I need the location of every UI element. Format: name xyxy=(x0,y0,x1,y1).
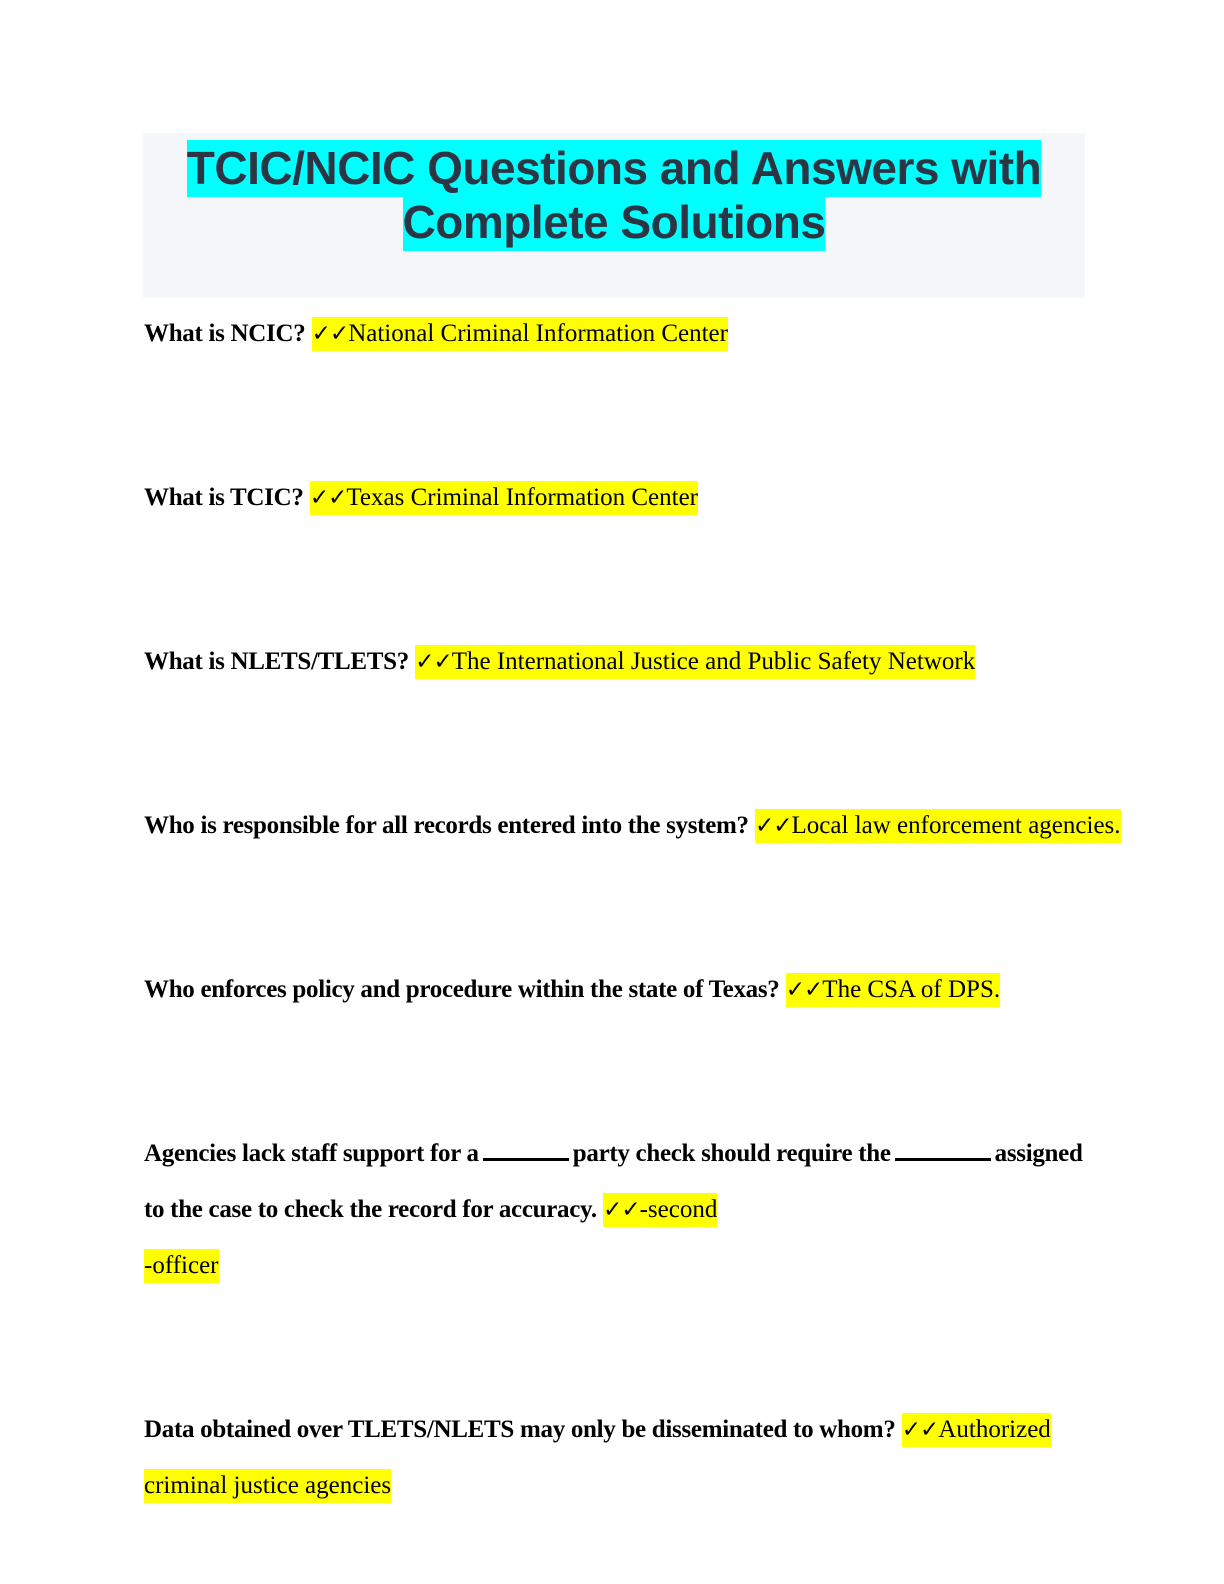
answer-text: ✓✓Authorized xyxy=(901,1413,1051,1447)
question-text-part-4: to the case to check the record for accu… xyxy=(144,1196,597,1223)
qa-line: What is TCIC? ✓✓Texas Criminal Informati… xyxy=(144,470,1204,526)
question-text-part-2: party check should require the xyxy=(572,1140,891,1167)
qa-line: Who is responsible for all records enter… xyxy=(144,798,1204,854)
answer-continuation: -officer xyxy=(144,1249,219,1283)
check-icon: ✓✓ xyxy=(309,485,348,511)
qa-item-tcic: What is TCIC? ✓✓Texas Criminal Informati… xyxy=(144,470,1204,526)
qa-line: to the case to check the record for accu… xyxy=(144,1182,1204,1238)
question-text: What is TCIC? xyxy=(144,484,304,511)
qa-line-continuation: -officer xyxy=(144,1238,1204,1294)
qa-line: What is NLETS/TLETS? ✓✓The International… xyxy=(144,634,1204,690)
answer-text: ✓✓The CSA of DPS. xyxy=(785,973,1001,1007)
check-icon: ✓✓ xyxy=(603,1197,641,1223)
qa-item-policy-enforcement-texas: Who enforces policy and procedure within… xyxy=(144,962,1204,1018)
answer-value: Local law enforcement agencies. xyxy=(791,812,1121,839)
check-icon: ✓✓ xyxy=(311,321,350,347)
answer-text: ✓✓Local law enforcement agencies. xyxy=(754,809,1121,843)
qa-item-ncic: What is NCIC? ✓✓National Criminal Inform… xyxy=(144,306,1204,362)
blank-field-party[interactable] xyxy=(482,1141,569,1161)
check-icon: ✓✓ xyxy=(901,1417,940,1443)
qa-line: What is NCIC? ✓✓National Criminal Inform… xyxy=(144,306,1204,362)
qa-line: Who enforces policy and procedure within… xyxy=(144,962,1204,1018)
answer-value: The International Justice and Public Saf… xyxy=(451,648,976,675)
blank-field-officer[interactable] xyxy=(894,1141,991,1161)
qa-list: What is NCIC? ✓✓National Criminal Inform… xyxy=(144,306,1204,1514)
answer-text: ✓✓The International Justice and Public S… xyxy=(415,645,976,679)
qa-item-nlets-tlets: What is NLETS/TLETS? ✓✓The International… xyxy=(144,634,1204,690)
question-text: What is NLETS/TLETS? xyxy=(144,648,409,675)
question-text-part-1: Agencies lack staff support for a xyxy=(144,1140,479,1167)
question-text-part-3: assigned xyxy=(994,1140,1083,1167)
question-text: What is NCIC? xyxy=(144,320,306,347)
check-icon: ✓✓ xyxy=(754,813,793,839)
qa-line-continuation: criminal justice agencies xyxy=(144,1458,1204,1514)
answer-value: Texas Criminal Information Center xyxy=(346,484,698,511)
answer-value: Authorized xyxy=(938,1416,1051,1443)
check-icon: ✓✓ xyxy=(785,977,824,1003)
document-header-band: TCIC/NCIC Questions and Answers with Com… xyxy=(143,133,1085,298)
qa-item-records-responsibility: Who is responsible for all records enter… xyxy=(144,798,1204,854)
answer-value: -second xyxy=(639,1196,718,1223)
answer-value: National Criminal Information Center xyxy=(348,320,728,347)
answer-text: ✓✓-second xyxy=(603,1193,718,1227)
qa-line: Agencies lack staff support for a party c… xyxy=(144,1126,1204,1182)
answer-value: The CSA of DPS. xyxy=(822,976,1001,1003)
question-text: Who enforces policy and procedure within… xyxy=(144,976,780,1003)
qa-item-staff-support-blanks: Agencies lack staff support for a party c… xyxy=(144,1126,1204,1294)
page-title-line-1: TCIC/NCIC Questions and Answers with xyxy=(186,140,1042,197)
check-icon: ✓✓ xyxy=(415,649,453,675)
question-text: Data obtained over TLETS/NLETS may only … xyxy=(144,1416,896,1443)
answer-text: ✓✓Texas Criminal Information Center xyxy=(309,481,698,515)
page-title-line-2: Complete Solutions xyxy=(402,194,826,251)
page-title: TCIC/NCIC Questions and Answers with Com… xyxy=(143,140,1085,251)
answer-continuation: criminal justice agencies xyxy=(144,1469,392,1503)
answer-text: ✓✓National Criminal Information Center xyxy=(311,317,728,351)
qa-item-tlets-nlets-dissemination: Data obtained over TLETS/NLETS may only … xyxy=(144,1402,1204,1514)
question-text: Who is responsible for all records enter… xyxy=(144,812,749,839)
qa-line: Data obtained over TLETS/NLETS may only … xyxy=(144,1402,1204,1458)
